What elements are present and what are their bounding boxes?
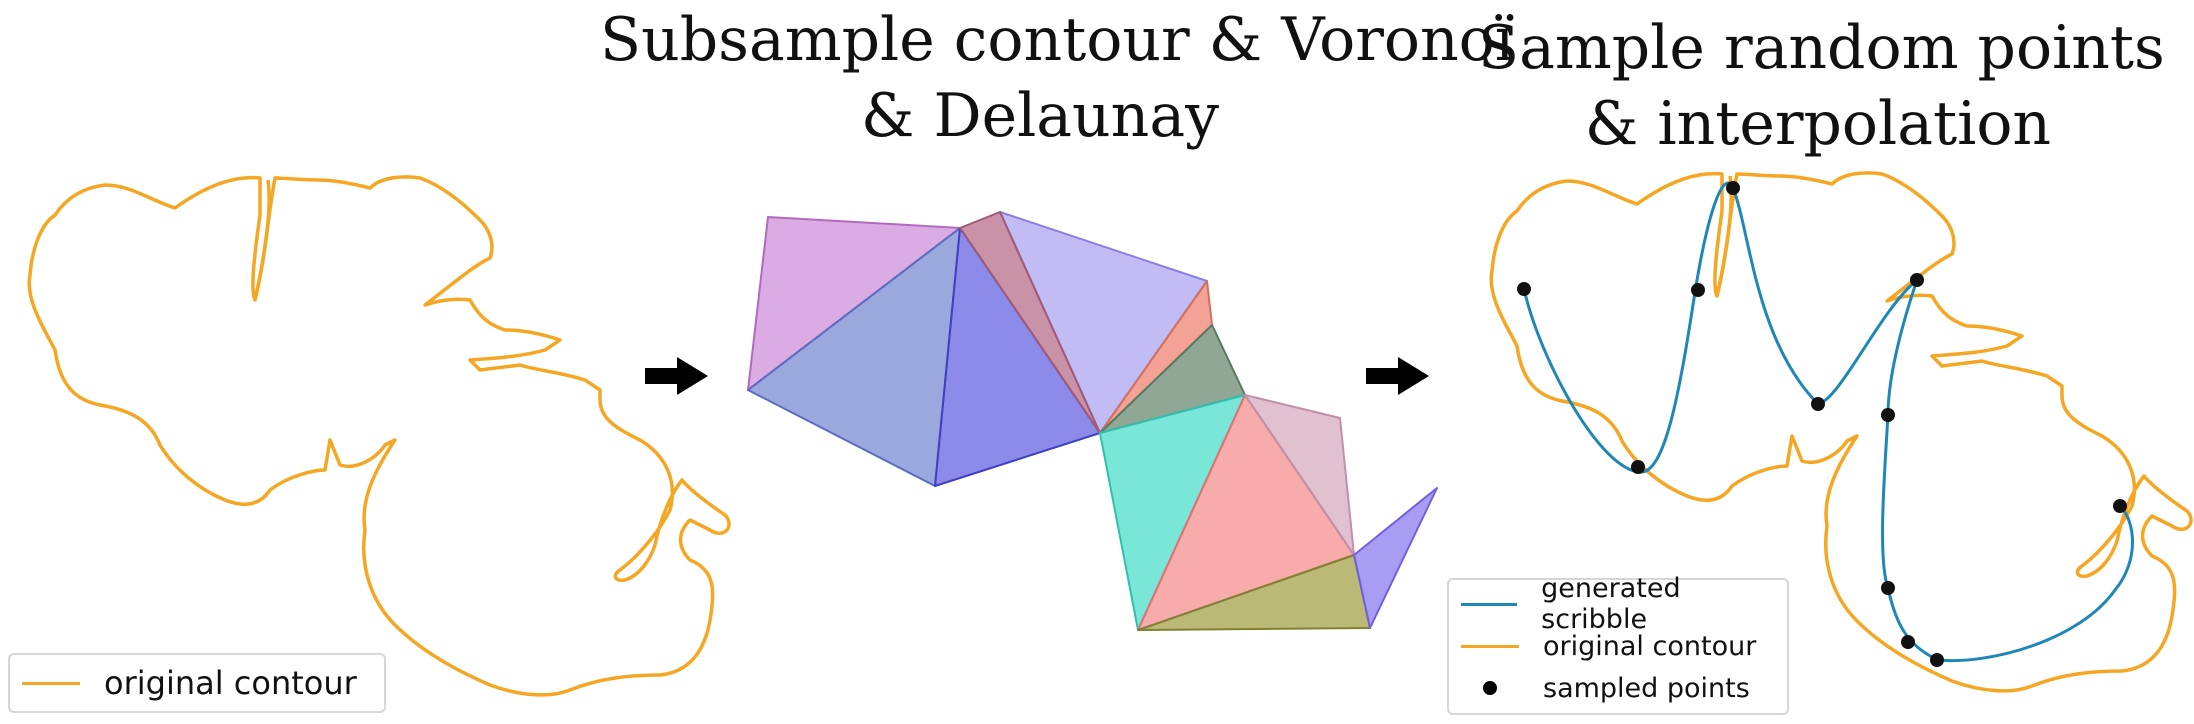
sampled-point (1881, 408, 1895, 422)
sampled-point (1631, 460, 1645, 474)
middle-title-line-2: & Delaunay (860, 81, 1219, 151)
sampled-point (1910, 273, 1924, 287)
right-panel-title: Sample random points & interpolation (1478, 10, 2165, 162)
contour-swatch (1461, 644, 1519, 648)
sampled-point (1901, 635, 1915, 649)
legend-item-original-contour: original contour (10, 655, 384, 711)
triangle-12 (1353, 487, 1438, 629)
triangle-10 (1244, 394, 1355, 556)
legend-item-original-contour: original contour (1449, 625, 1787, 667)
legend-label: sampled points (1543, 672, 1750, 704)
contour-inner-slit (253, 179, 271, 301)
sampled-point (1930, 653, 1944, 667)
middle-panel-triangles (747, 211, 1438, 631)
legend-label: generated scribble (1541, 573, 1681, 635)
generated-scribble-group (1517, 181, 2134, 667)
sampled-point (1517, 282, 1531, 296)
legend-label: original contour (1543, 630, 1757, 662)
scribble-swatch (1461, 602, 1518, 606)
middle-panel-title: Subsample contour & Voronoï & Delaunay (600, 2, 1514, 154)
sampled-point (1881, 581, 1895, 595)
right-title-line-1: Sample random points (1478, 13, 2165, 83)
sampled-point (1726, 181, 1740, 195)
contour-swatch (22, 681, 80, 685)
generated-scribble (1522, 181, 2134, 663)
sampled-point (1811, 397, 1825, 411)
legend-label: original contour (104, 664, 357, 702)
sampled-point (2113, 499, 2127, 513)
arrow-1 (645, 357, 708, 395)
original-contour-right (1489, 171, 2193, 693)
legend-right: generated scribble original contour samp… (1447, 573, 1789, 715)
sampled-point (1691, 283, 1705, 297)
arrow-2 (1366, 357, 1429, 395)
triangle-5 (959, 211, 1101, 434)
middle-title-line-1: Subsample contour & Voronoï (600, 5, 1514, 75)
right-title-line-2: & interpolation (1584, 89, 2052, 159)
original-contour-left (27, 175, 731, 697)
left-panel (27, 175, 731, 697)
legend-left: original contour (8, 653, 386, 713)
legend-item-sampled-points: sampled points (1449, 667, 1787, 709)
legend-item-generated-scribble: generated scribble (1449, 573, 1787, 635)
point-swatch (1461, 681, 1519, 695)
